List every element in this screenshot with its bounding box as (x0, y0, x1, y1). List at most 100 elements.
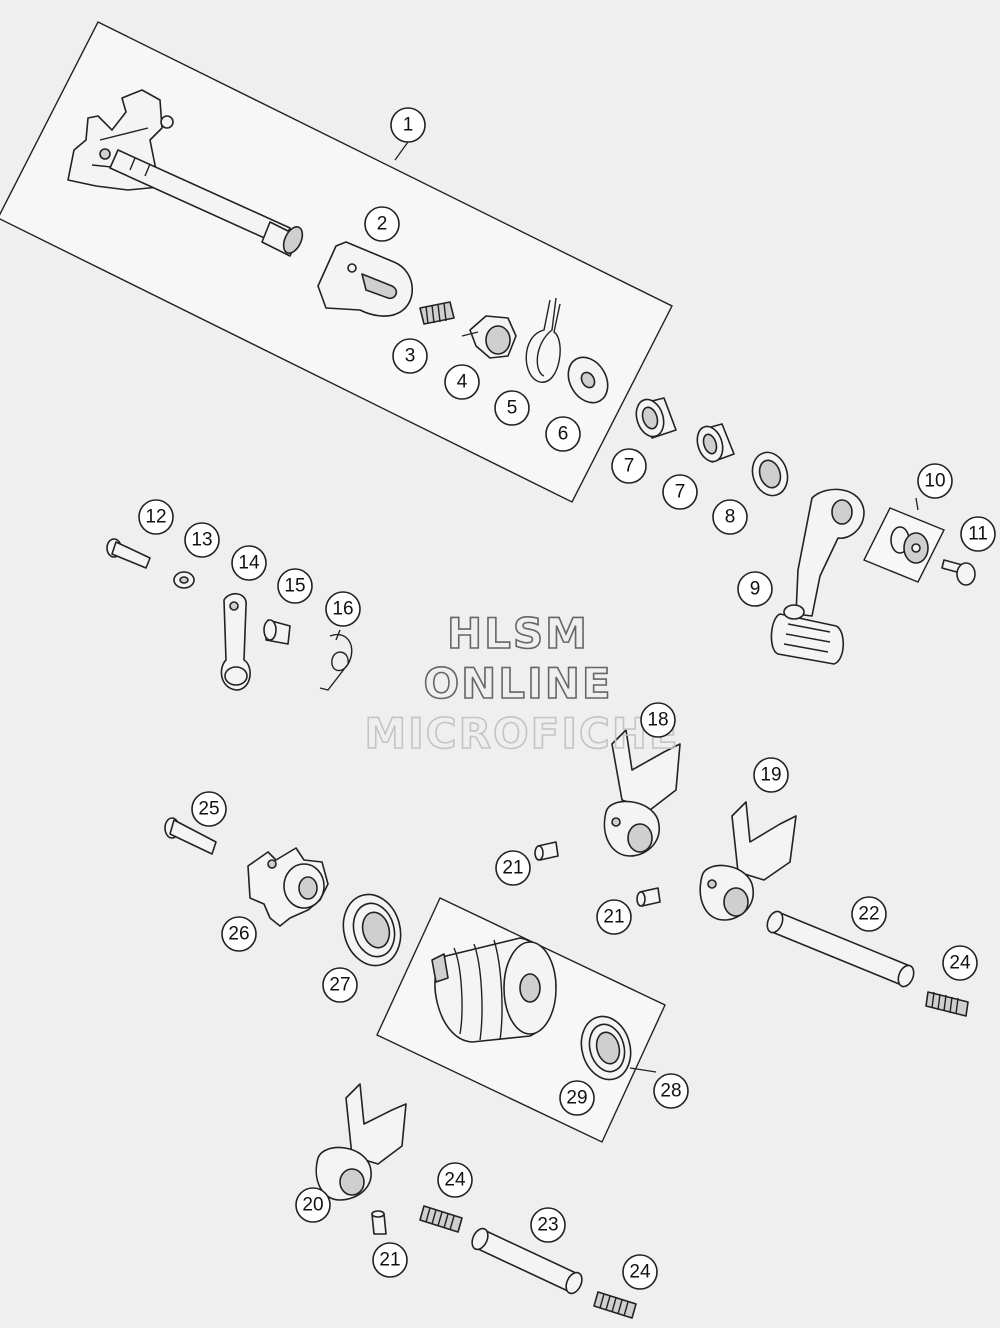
shift-star-part (247, 847, 329, 927)
callout-12-label: 12 (145, 507, 166, 528)
spring-part-24a (925, 991, 969, 1017)
callout-1-label: 1 (403, 115, 414, 136)
callout-8-label: 8 (725, 507, 736, 528)
callout-3[interactable]: 3 (392, 338, 428, 374)
callout-26[interactable]: 26 (221, 916, 257, 952)
spring-part-24b (419, 1205, 463, 1233)
callout-28[interactable]: 28 (653, 1073, 689, 1109)
callout-21c[interactable]: 21 (372, 1242, 408, 1278)
callout-21c-label: 21 (379, 1250, 400, 1271)
callout-2-label: 2 (377, 214, 388, 235)
bearing-part-29 (580, 1015, 632, 1081)
callout-7a-label: 7 (624, 456, 635, 477)
pin-part-21a (534, 841, 559, 861)
roller-part (263, 619, 291, 645)
callout-24c[interactable]: 24 (622, 1254, 658, 1290)
callout-16[interactable]: 16 (325, 591, 361, 627)
callout-24c-label: 24 (629, 1262, 651, 1283)
callout-5[interactable]: 5 (494, 390, 530, 426)
callout-10[interactable]: 10 (917, 463, 953, 499)
callout-10-label: 10 (924, 471, 945, 492)
fork-shaft-part-23 (471, 1227, 583, 1295)
pin-part-21b (636, 887, 661, 907)
bolt-part-25 (164, 817, 217, 855)
callout-15[interactable]: 15 (277, 568, 313, 604)
bushing-part-7b (696, 423, 735, 463)
callout-13[interactable]: 13 (184, 522, 220, 558)
callout-16-label: 16 (332, 599, 353, 620)
callout-4[interactable]: 4 (444, 364, 480, 400)
shift-fork-part-19 (699, 801, 797, 921)
callout-24b-label: 24 (444, 1170, 466, 1191)
callout-7a[interactable]: 7 (611, 448, 647, 484)
callout-14-label: 14 (238, 553, 260, 574)
callout-24a-label: 24 (949, 953, 971, 974)
serrated-washer-part (890, 526, 929, 564)
callout-9-label: 9 (750, 579, 761, 600)
callout-8[interactable]: 8 (712, 499, 748, 535)
callout-27-label: 27 (329, 975, 350, 996)
watermark-line-1: HLSM (447, 609, 589, 658)
callout-19[interactable]: 19 (753, 757, 789, 793)
callout-25[interactable]: 25 (191, 791, 227, 827)
shift-plate-part (317, 241, 414, 317)
bearing-part-27 (342, 893, 402, 967)
callout-19-label: 19 (760, 765, 781, 786)
callout-2[interactable]: 2 (364, 206, 400, 242)
wire-spring-part (525, 297, 561, 383)
lever-bolt-part (941, 559, 976, 586)
callout-21b[interactable]: 21 (596, 899, 632, 935)
bushing-clip-part (461, 315, 517, 359)
callout-23-label: 23 (537, 1215, 558, 1236)
callout-7b-label: 7 (675, 482, 686, 503)
callout-28-label: 28 (660, 1081, 681, 1102)
watermark-line-3: MICROFICHE (364, 709, 679, 758)
callout-22[interactable]: 22 (851, 896, 887, 932)
shift-fork-part-18 (603, 729, 681, 857)
callout-23[interactable]: 23 (530, 1207, 566, 1243)
callout-29-label: 29 (566, 1088, 587, 1109)
fork-shaft-part-22 (766, 910, 915, 988)
callout-11-label: 11 (968, 524, 988, 545)
callout-7b[interactable]: 7 (662, 474, 698, 510)
shift-fork-part-20 (315, 1083, 407, 1201)
callout-6[interactable]: 6 (545, 416, 581, 452)
callout-18[interactable]: 18 (640, 702, 676, 738)
callout-14[interactable]: 14 (231, 545, 267, 581)
callout-18-label: 18 (647, 710, 668, 731)
washer-part-13 (173, 571, 195, 589)
spring-part-24c (593, 1291, 637, 1319)
locking-arm-part (220, 593, 251, 691)
shift-shaft-part (67, 89, 304, 257)
callout-3-label: 3 (405, 346, 416, 367)
callout-21a[interactable]: 21 (495, 850, 531, 886)
washer-part (567, 356, 609, 404)
bushing-part-7a (635, 397, 677, 439)
callout-20-label: 20 (302, 1195, 323, 1216)
callout-26-label: 26 (228, 924, 249, 945)
pin-part-21c (371, 1210, 387, 1235)
watermark-line-2: ONLINE (423, 659, 612, 708)
callout-24b[interactable]: 24 (437, 1162, 473, 1198)
shift-drum-part (431, 937, 557, 1043)
watermark: HLSM ONLINE MICROFICHE (364, 608, 679, 759)
callout-4-label: 4 (457, 372, 468, 393)
bolt-part-12 (106, 538, 151, 569)
callout-20[interactable]: 20 (295, 1187, 331, 1223)
torsion-spring-part (319, 629, 353, 691)
leader-lines (394, 141, 919, 1073)
callout-13-label: 13 (191, 530, 212, 551)
callout-1[interactable]: 1 (390, 107, 426, 143)
callout-29[interactable]: 29 (559, 1080, 595, 1116)
small-spring-part (419, 301, 455, 325)
callout-9[interactable]: 9 (737, 571, 773, 607)
shift-lever-part (770, 488, 865, 665)
callout-21b-label: 21 (603, 907, 624, 928)
callout-12[interactable]: 12 (138, 499, 174, 535)
callout-11[interactable]: 11 (960, 516, 996, 552)
callout-21a-label: 21 (502, 858, 523, 879)
callout-15-label: 15 (284, 576, 305, 597)
callout-27[interactable]: 27 (322, 967, 358, 1003)
callout-24a[interactable]: 24 (942, 945, 978, 981)
